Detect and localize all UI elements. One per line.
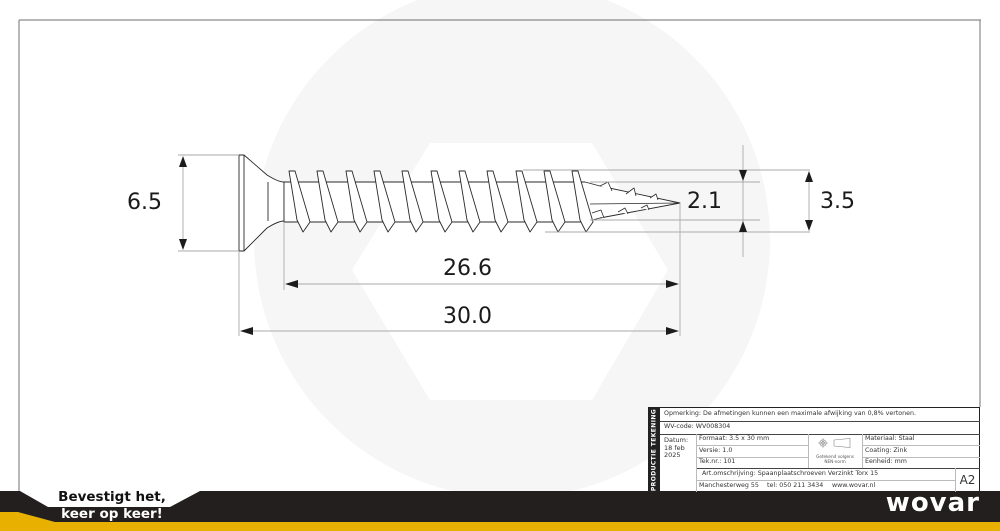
dimension-head-diameter: 6.5 [127,190,162,215]
unit-field: Eenheid: mm [865,458,907,466]
slogan: Bevestigt het, keer op keer! [58,489,166,522]
date-block: Datum: 18 feb 2025 [664,436,689,459]
projection-icon [818,438,851,448]
projection-symbol: Getekend volgens NEN-norm [808,434,862,468]
phone-field: tel: 050 211 3434 [767,481,824,489]
wv-code: WV-code: WV008304 [664,423,731,431]
dimension-thread-length: 26.6 [443,256,492,281]
coating-field: Coating: Zink [865,446,908,454]
title-block-side-label: PRODUCTIE TEKENING [648,408,660,492]
format-field: Formaat: 3.5 x 30 mm [699,435,770,443]
material-field: Materiaal: Staal [865,435,915,443]
website-link[interactable]: www.wovar.nl [832,481,876,489]
dimension-total-length: 30.0 [443,304,492,329]
screw-tip [589,181,681,219]
screw-outline [238,154,681,252]
brand-logo: wovar [885,488,980,518]
drawing-number-field: Tek.nr.: 101 [699,458,736,466]
sheet-size: A2 [959,473,976,487]
address-field: Manchesterweg 55 [699,481,759,489]
dimension-core-diameter: 2.1 [687,189,722,214]
dimension-thread-diameter: 3.5 [820,189,855,214]
screw-threads [288,170,594,233]
drawing-frame [18,19,981,491]
version-field: Versie: 1.0 [699,446,733,454]
title-block: PRODUCTIE TEKENING Opmerking: De afmetin… [648,407,980,492]
dimension-lines [178,145,810,336]
remark-text: Opmerking: De afmetingen kunnen een maxi… [664,410,917,418]
article-description: Art.omschrijving: Spaanplaatschroeven Ve… [702,469,879,477]
dimension-arrows [179,156,813,335]
footer-band [0,491,1000,531]
